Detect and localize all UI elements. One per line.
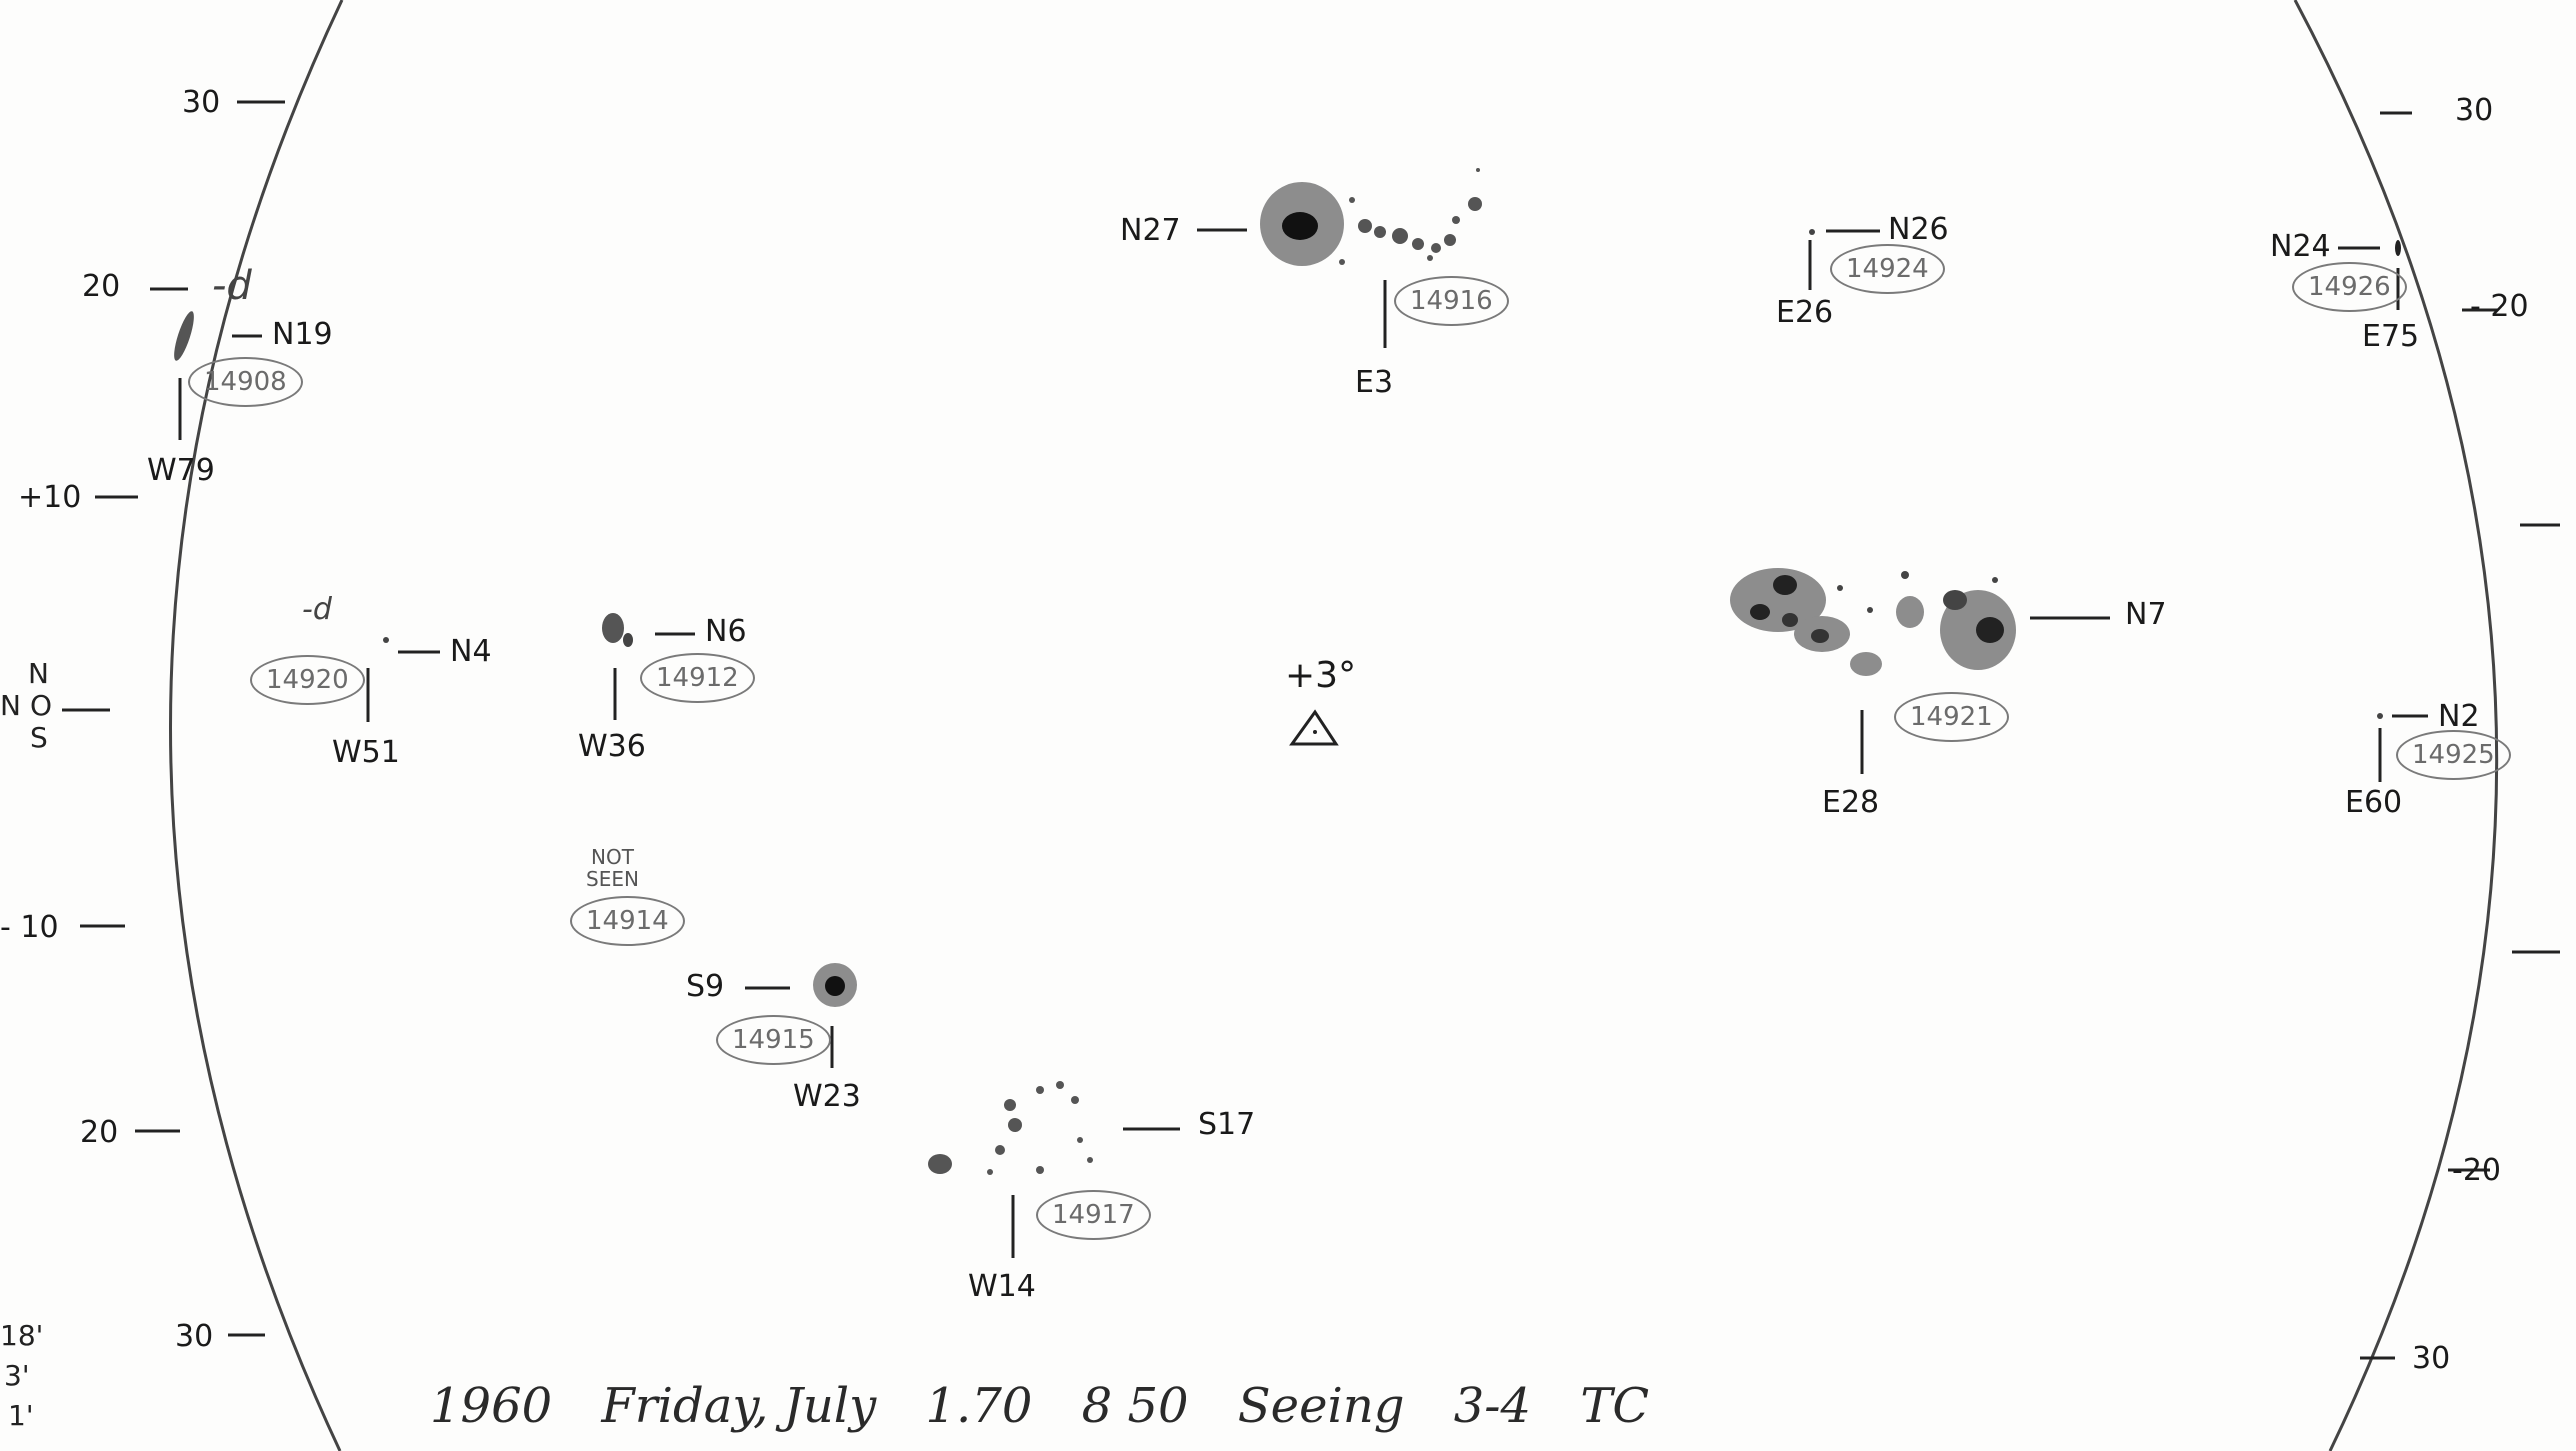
lat-label-14921: N7 <box>2125 597 2167 632</box>
lat-label-14908: N19 <box>272 317 333 352</box>
lon-label-14915: W23 <box>793 1079 861 1114</box>
edge-note-3: 1' <box>8 1399 34 1432</box>
footer-observer: TC <box>1580 1378 1650 1434</box>
grid-label-left-30-bottom: 30 <box>175 1319 214 1354</box>
group-number-14914: 14914 <box>570 896 685 946</box>
center-label: +3° <box>1285 655 1357 696</box>
footer-day-fraction: 1.70 <box>925 1378 1033 1434</box>
lat-label-14915: S9 <box>686 969 725 1004</box>
lon-label-14920: W51 <box>332 735 400 770</box>
grid-label-left-20-bottom: 20 <box>80 1115 119 1150</box>
group-number-14915: 14915 <box>716 1015 831 1065</box>
lon-label-14924: E26 <box>1776 295 1834 330</box>
axis-o: O <box>30 689 53 722</box>
footer-date: Friday, July <box>601 1378 877 1434</box>
not-seen-line-1: NOT <box>591 845 634 869</box>
group-number-14924: 14924 <box>1830 244 1945 294</box>
not-seen-line-2: SEEN <box>586 867 639 891</box>
right-grid-ticks <box>2360 111 2560 1360</box>
leader-lines <box>178 228 2428 1258</box>
mark-d-2: -d <box>302 592 332 627</box>
disk-limb-left <box>169 0 344 1451</box>
lon-label-14917: W14 <box>968 1269 1036 1304</box>
grid-label-right-20-bottom: -20 <box>2452 1153 2501 1188</box>
grid-label-left-10: +10 <box>18 480 82 515</box>
group-number-14925: 14925 <box>2396 730 2511 780</box>
grid-label-left-30-top: 30 <box>182 85 221 120</box>
lat-label-14912: N6 <box>705 614 747 649</box>
mark-d-1: -d <box>212 263 252 309</box>
grid-label-right-30-top: 30 <box>2455 93 2494 128</box>
lon-label-14908: W79 <box>147 453 215 488</box>
lon-label-14925: E60 <box>2345 785 2403 820</box>
edge-note-1: 18' <box>0 1319 44 1352</box>
spot-group-14921 <box>1730 568 2016 676</box>
not-seen-note: NOT SEEN <box>586 846 639 890</box>
grid-label-left-20: 20 <box>82 269 121 304</box>
lat-label-14925: N2 <box>2438 699 2480 734</box>
grid-label-right-30-bottom: 30 <box>2412 1341 2451 1376</box>
group-number-14926: 14926 <box>2292 262 2407 312</box>
sunspots <box>174 168 2401 1175</box>
observation-footer: 1960 Friday, July 1.70 8 50 Seeing 3-4 T… <box>430 1378 1683 1434</box>
axis-n: N <box>28 657 49 690</box>
edge-note-2: 3' <box>4 1359 30 1392</box>
lon-label-14921: E28 <box>1822 785 1880 820</box>
disk-limb-right <box>2293 0 2499 1451</box>
footer-seeing-value: 3-4 <box>1453 1378 1532 1434</box>
footer-year: 1960 <box>430 1378 553 1434</box>
lat-label-14920: N4 <box>450 634 492 669</box>
lat-label-14924: N26 <box>1888 212 1949 247</box>
group-number-14921: 14921 <box>1894 692 2009 742</box>
lon-label-14912: W36 <box>578 729 646 764</box>
group-number-14908: 14908 <box>188 357 303 407</box>
grid-label-right-20: - 20 <box>2470 289 2529 324</box>
footer-time: 8 50 <box>1081 1378 1189 1434</box>
left-grid-ticks <box>62 100 285 1337</box>
lat-label-14926: N24 <box>2270 229 2331 264</box>
lon-label-14916: E3 <box>1355 365 1394 400</box>
center-triangle <box>1289 709 1339 746</box>
lon-label-14926: E75 <box>2362 319 2420 354</box>
footer-seeing-label: Seeing <box>1237 1378 1405 1434</box>
group-number-14920: 14920 <box>250 655 365 705</box>
group-number-14916: 14916 <box>1394 276 1509 326</box>
group-number-14917: 14917 <box>1036 1190 1151 1240</box>
axis-s: S <box>30 721 48 754</box>
group-number-14912: 14912 <box>640 653 755 703</box>
lat-label-14916: N27 <box>1120 213 1181 248</box>
grid-label-left-minus-10: - 10 <box>0 910 59 945</box>
edge-n: N <box>0 689 21 722</box>
lat-label-14917: S17 <box>1198 1107 1256 1142</box>
